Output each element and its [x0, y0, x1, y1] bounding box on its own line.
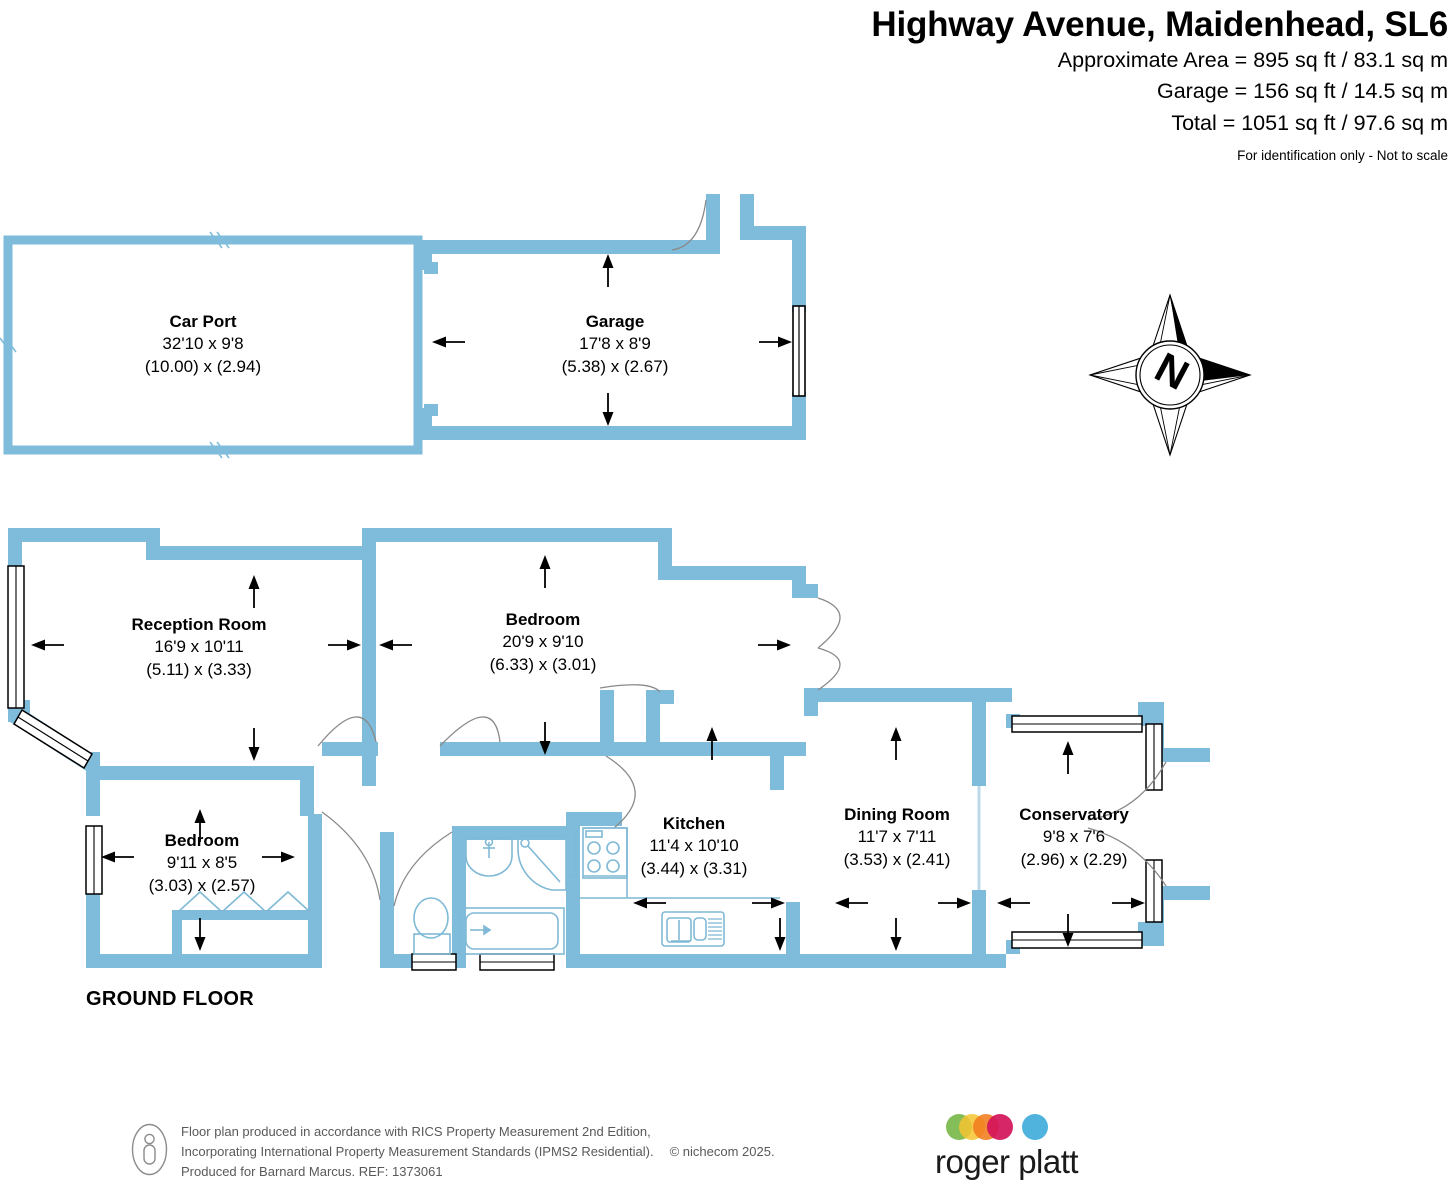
footer-copyright: © nichecom 2025.: [669, 1143, 775, 1159]
total-area-text: Total = 1051 sq ft / 97.6 sq m: [1171, 110, 1448, 135]
room-dim-feet: 20'9 x 9'10: [502, 632, 584, 652]
room-dim-feet: 17'8 x 8'9: [579, 334, 651, 354]
room-dim-feet: 32'10 x 9'8: [162, 334, 244, 354]
footer-line-3: Produced for Barnard Marcus. REF: 137306…: [181, 1163, 443, 1179]
garage-block: [0, 194, 806, 459]
room-name: Conservatory: [1019, 805, 1129, 824]
brand-dots-icon: [946, 1114, 1048, 1140]
room-dim-metres: (3.53) x (2.41): [843, 849, 951, 869]
header: Highway Avenue, Maidenhead, SL6 Approxim…: [548, 0, 1448, 163]
room-dim-feet: 11'7 x 7'11: [857, 827, 937, 847]
footer-line-2-row: Incorporating International Property Mea…: [181, 1142, 775, 1162]
room-dim-feet: 9'8 x 7'6: [1042, 827, 1106, 847]
fixtures: [177, 786, 981, 955]
room-dim-feet: 11'4 x 10'10: [649, 836, 739, 856]
room-dim-feet: 16'9 x 10'11: [154, 637, 244, 657]
room-name: Bedroom: [505, 610, 581, 629]
brand-logo: roger platt: [935, 1113, 1110, 1183]
room-label-car-port: Car Port 32'10 x 9'8 (10.00) x (2.94): [145, 311, 261, 378]
room-label-conservatory: Conservatory 9'8 x 7'6 (2.96) x (2.29): [1019, 804, 1129, 871]
brand-name: roger platt: [935, 1143, 1079, 1180]
room-dim-metres: (10.00) x (2.94): [144, 356, 262, 376]
room-label-bedroom-second: Bedroom 9'11 x 8'5 (3.03) x (2.57): [149, 830, 256, 897]
room-dim-feet: 9'11 x 8'5: [166, 853, 238, 873]
room-name: Car Port: [169, 312, 237, 331]
footer-line-1: Floor plan produced in accordance with R…: [181, 1124, 651, 1139]
disclaimer-text: For identification only - Not to scale: [1237, 147, 1448, 163]
garage-door-opening: [792, 305, 806, 397]
room-label-reception-room: Reception Room 16'9 x 10'11 (5.11) x (3.…: [131, 614, 266, 681]
garage-area-text: Garage = 156 sq ft / 14.5 sq m: [1156, 79, 1448, 104]
room-dim-metres: (3.03) x (2.57): [148, 875, 256, 895]
person-icon: [131, 1123, 168, 1176]
room-label-garage: Garage 17'8 x 8'9 (5.38) x (2.67): [562, 311, 669, 378]
room-label-bedroom-main: Bedroom 20'9 x 9'10 (6.33) x (3.01): [490, 609, 597, 676]
room-dim-metres: (6.33) x (3.01): [489, 654, 597, 674]
room-label-kitchen: Kitchen 11'4 x 10'10 (3.44) x (3.31): [641, 813, 748, 880]
north-arrow-icon: N: [1088, 293, 1252, 457]
room-name: Dining Room: [844, 805, 950, 824]
page-title: Highway Avenue, Maidenhead, SL6: [871, 5, 1448, 44]
footer-line-2: Incorporating International Property Mea…: [181, 1143, 654, 1159]
room-dim-metres: (5.38) x (2.67): [561, 356, 669, 376]
room-name: Kitchen: [662, 814, 726, 833]
room-dim-metres: (3.44) x (3.31): [640, 858, 748, 878]
room-name: Garage: [585, 312, 645, 331]
room-name: Bedroom: [164, 831, 240, 850]
room-dim-metres: (5.11) x (3.33): [146, 659, 252, 679]
garage-walls: [418, 194, 806, 440]
footer-note: Floor plan produced in accordance with R…: [181, 1122, 775, 1181]
approximate-area-text: Approximate Area = 895 sq ft / 83.1 sq m: [1057, 48, 1448, 73]
room-name: Reception Room: [131, 615, 267, 634]
room-label-dining-room: Dining Room 11'7 x 7'11 (3.53) x (2.41): [844, 804, 951, 871]
door-swings: [317, 597, 1167, 907]
floor-title: GROUND FLOOR: [86, 988, 255, 1010]
room-dim-metres: (2.96) x (2.29): [1020, 849, 1128, 869]
